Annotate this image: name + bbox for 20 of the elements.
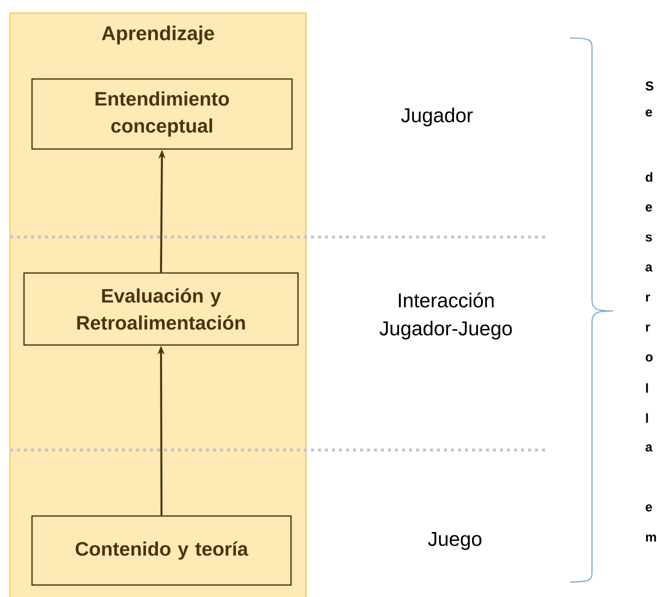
clipped-letter: e bbox=[646, 109, 652, 117]
side-label: Jugador bbox=[401, 108, 473, 126]
clipped-letter: e bbox=[646, 204, 652, 212]
process-box: Contenido y teoría bbox=[31, 515, 292, 586]
process-box: Evaluación y Retroalimentación bbox=[23, 272, 299, 346]
clipped-letter: s bbox=[646, 234, 652, 242]
clipped-letter: l bbox=[646, 383, 648, 393]
process-box: Entendimiento conceptual bbox=[31, 78, 293, 150]
clipped-letter: d bbox=[646, 172, 652, 182]
clipped-letter: r bbox=[646, 294, 650, 302]
clipped-letter: S bbox=[646, 81, 654, 91]
side-label: Juego bbox=[428, 532, 482, 550]
clipped-letter: r bbox=[646, 324, 650, 332]
clipped-letter: l bbox=[646, 413, 648, 423]
clipped-letter: o bbox=[646, 354, 653, 362]
clipped-letter: e bbox=[646, 504, 652, 512]
clipped-letter: m bbox=[646, 534, 656, 542]
side-label: Interacción Jugador-Juego bbox=[380, 292, 512, 340]
clipped-letter: a bbox=[646, 264, 652, 272]
clipped-letter: a bbox=[646, 444, 652, 452]
